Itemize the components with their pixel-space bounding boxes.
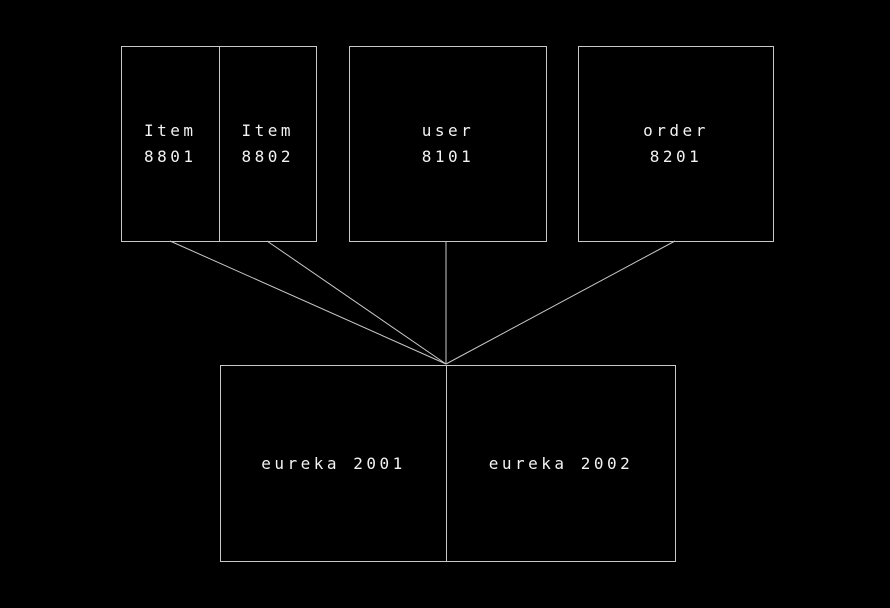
edge-item8802-eureka xyxy=(266,240,447,365)
node-item-8802: Item 8802 xyxy=(220,47,317,241)
node-eureka-cluster: eureka 2001 eureka 2002 xyxy=(220,365,676,562)
edge-order8201-eureka xyxy=(445,240,676,365)
node-label-line1: user xyxy=(421,121,475,140)
node-label-line1: Item xyxy=(241,121,295,140)
edge-item8801-eureka xyxy=(169,240,447,365)
node-user-8101: user 8101 xyxy=(349,46,547,242)
node-label-line1: order xyxy=(643,121,709,140)
node-item-8801: Item 8801 xyxy=(122,47,220,241)
node-order-cell: order 8201 xyxy=(579,47,773,241)
node-label: eureka 2001 xyxy=(261,453,406,473)
node-user-cell: user 8101 xyxy=(350,47,546,241)
node-eureka-2001: eureka 2001 xyxy=(221,366,447,561)
node-label: eureka 2002 xyxy=(488,453,634,473)
node-label-line1: Item xyxy=(143,121,197,140)
node-label-line2: 8101 xyxy=(421,147,475,166)
node-order-8201: order 8201 xyxy=(578,46,774,242)
node-label-line2: 8201 xyxy=(649,147,703,166)
node-label-line2: 8802 xyxy=(241,147,295,166)
node-item-cluster: Item 8801 Item 8802 xyxy=(121,46,317,242)
node-label-line2: 8801 xyxy=(143,147,197,166)
node-eureka-2002: eureka 2002 xyxy=(447,366,675,561)
